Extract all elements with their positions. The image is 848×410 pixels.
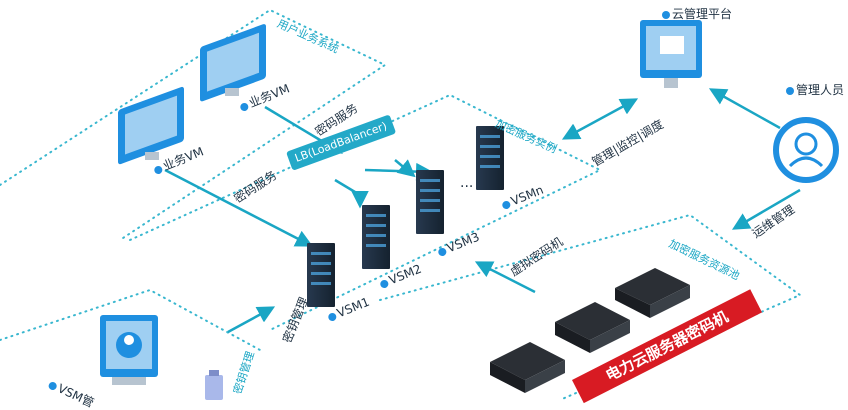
arrow-virtual-hsm [474,261,536,294]
hsm-device-icon [555,302,630,353]
monitor-icon [640,20,702,88]
hsm-device-icon [490,342,565,393]
architecture-diagram: 用户业务系统 业务VM 业务VM 密码服务 密码服务 LB(LoadBalanc… [0,8,844,410]
arrow-key-manage [227,306,276,334]
cloud-platform-label: 云管理平台 [662,8,732,20]
arrow-platform-instance [561,98,639,140]
folder-icon [660,36,684,54]
blue-dot [238,101,250,112]
vsm-ellipsis: ··· [460,179,474,195]
person-icon [773,117,839,183]
arrow-crypto-service-left [164,168,314,247]
monitor-icon [100,315,158,385]
hsm-device-icon [615,268,690,318]
blue-dot [152,164,164,175]
arrow-admin-pool [731,188,801,230]
blue-dot [500,199,512,210]
flow-arrows [164,88,801,334]
monitor-icon [118,86,184,165]
usb-key-icon [205,370,223,400]
diagram-graphics [0,8,839,400]
arrow-lb-vsm2 [334,178,369,209]
admin-person-label: 管理人员 [786,84,844,96]
blue-dot [436,246,448,257]
blue-dot [326,311,338,322]
arrow-admin-platform [708,88,781,130]
arrow-lb-vsmn [394,159,416,178]
monitor-icon [200,24,266,102]
blue-dot [786,86,794,95]
blue-dot [662,10,670,19]
blue-dot [378,278,390,289]
